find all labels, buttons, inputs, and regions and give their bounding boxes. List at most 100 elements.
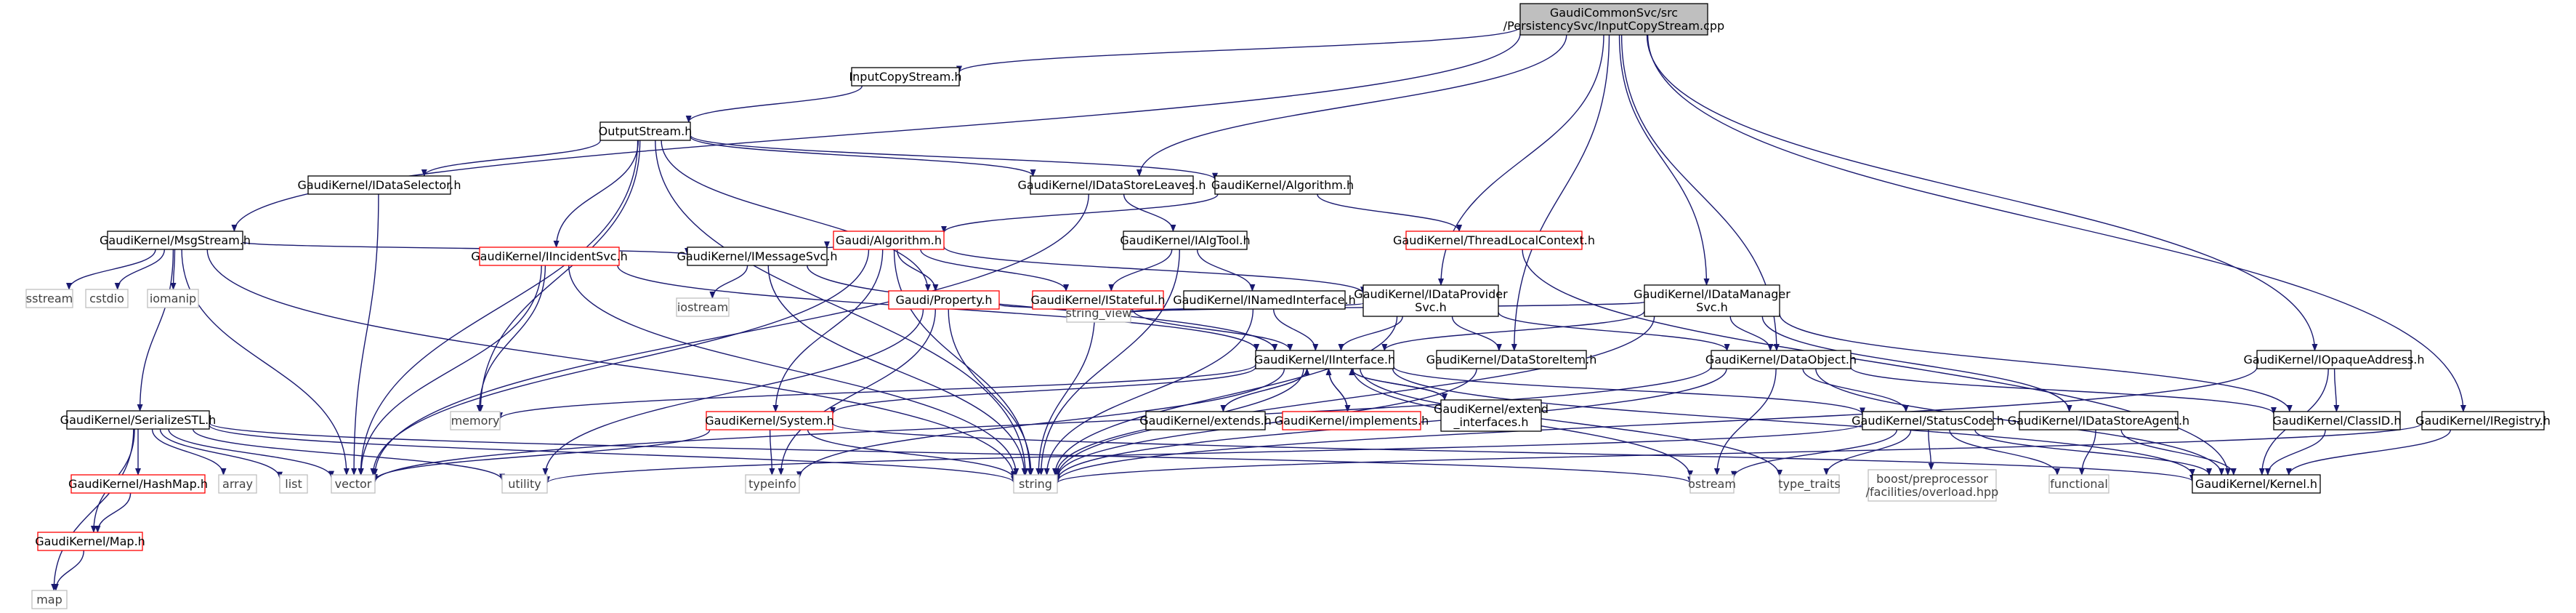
- node-tlc[interactable]: GaudiKernel/ThreadLocalContext.h: [1393, 231, 1595, 250]
- node-extint[interactable]: GaudiKernel/extend_interfaces.h: [1434, 399, 1549, 432]
- node-map_h-box: [37, 532, 143, 551]
- node-idsl[interactable]: GaudiKernel/IDataStoreLeaves.h: [1018, 175, 1206, 195]
- edge-system-to-string: [807, 429, 1017, 480]
- node-alg[interactable]: GaudiKernel/Algorithm.h: [1211, 175, 1354, 195]
- node-map[interactable]: map: [31, 590, 68, 609]
- node-array[interactable]: array: [218, 474, 257, 494]
- node-sstream-box: [25, 289, 73, 308]
- node-impl-label-0: GaudiKernel/implements.h: [1275, 414, 1429, 428]
- edge-iinc-to-memory: [476, 265, 546, 412]
- node-clid[interactable]: GaudiKernel/ClassID.h: [2273, 411, 2402, 430]
- node-impl[interactable]: GaudiKernel/implements.h: [1275, 411, 1429, 430]
- node-imsg[interactable]: GaudiKernel/IMessageSvc.h: [677, 247, 838, 266]
- edge-ialg-to-string: [1038, 249, 1180, 476]
- node-string-box: [1013, 474, 1058, 494]
- node-msg-label-0: GaudiKernel/MsgStream.h: [100, 233, 251, 247]
- node-dsi-box: [1436, 350, 1587, 369]
- edge-idsl-to-vector: [372, 193, 1089, 476]
- node-hashmap[interactable]: GaudiKernel/HashMap.h: [68, 474, 208, 494]
- node-vector[interactable]: vector: [331, 474, 376, 494]
- node-functional[interactable]: functional: [2048, 474, 2109, 494]
- node-ostream-box: [1689, 474, 1735, 494]
- node-iinc[interactable]: GaudiKernel/IIncidentSvc.h: [471, 247, 628, 266]
- node-idsel-box: [307, 175, 451, 195]
- edge-dsi-to-string: [1054, 368, 1477, 479]
- node-sc[interactable]: GaudiKernel/StatusCode.h: [1852, 411, 2004, 430]
- node-map_h[interactable]: GaudiKernel/Map.h: [35, 532, 145, 551]
- node-utility[interactable]: utility: [501, 474, 548, 494]
- edge-os-to-idsel: [421, 140, 601, 177]
- node-typeinfo-box: [745, 474, 800, 494]
- node-root-label-0: GaudiCommonSvc/src: [1550, 6, 1678, 20]
- node-dsi[interactable]: GaudiKernel/DataStoreItem.h: [1426, 350, 1597, 369]
- edge-idm-to-idsa: [1761, 316, 2072, 412]
- node-ioa-label-0: GaudiKernel/IOpaqueAddress.h: [2244, 353, 2425, 366]
- node-idm-label-1: Svc.h: [1696, 300, 1728, 314]
- edge-inamed-to-string: [1043, 308, 1254, 476]
- edge-root-to-ics: [956, 26, 1521, 73]
- node-inamed[interactable]: GaudiKernel/INamedInterface.h: [1173, 290, 1356, 310]
- node-list[interactable]: list: [279, 474, 308, 494]
- node-galg-label-0: Gaudi/Algorithm.h: [836, 233, 942, 247]
- node-imsg-box: [687, 247, 828, 266]
- node-idsel[interactable]: GaudiKernel/IDataSelector.h: [297, 175, 461, 195]
- node-ostream[interactable]: ostream: [1688, 474, 1736, 494]
- node-typetraits[interactable]: type_traits: [1778, 474, 1841, 494]
- edge-ser-to-vector: [168, 428, 334, 478]
- node-tlc-box: [1405, 231, 1583, 250]
- node-system-box: [706, 411, 833, 430]
- edge-os-to-vector: [358, 140, 639, 476]
- edge-map_h-to-map: [52, 550, 84, 591]
- edge-iint-to-system: [830, 366, 1256, 414]
- node-clid-label-0: GaudiKernel/ClassID.h: [2273, 414, 2402, 428]
- edge-idm-to-iint: [1381, 310, 1645, 351]
- node-idm-label-0: GaudiKernel/IDataManager: [1634, 287, 1790, 301]
- edge-root-to-idsl: [1136, 34, 1567, 177]
- node-dobj[interactable]: GaudiKernel/DataObject.h: [1705, 350, 1857, 369]
- node-hashmap-box: [70, 474, 206, 494]
- node-string[interactable]: string: [1013, 474, 1058, 494]
- node-ialg[interactable]: GaudiKernel/IAlgTool.h: [1120, 231, 1251, 250]
- node-memory[interactable]: memory: [450, 411, 501, 430]
- node-iostream-box: [676, 297, 730, 317]
- node-system[interactable]: GaudiKernel/System.h: [705, 411, 834, 430]
- node-msg[interactable]: GaudiKernel/MsgStream.h: [100, 231, 251, 250]
- node-kernel[interactable]: GaudiKernel/Kernel.h: [2192, 474, 2321, 494]
- node-ics-label-0: InputCopyStream.h: [849, 70, 961, 84]
- node-utility-label-0: utility: [508, 477, 541, 491]
- node-iostream[interactable]: iostream: [676, 297, 730, 317]
- node-typeinfo[interactable]: typeinfo: [745, 474, 800, 494]
- node-msg-box: [107, 231, 243, 250]
- node-root-label-1: /PersistencySvc/InputCopyStream.cpp: [1503, 19, 1724, 33]
- node-sstream[interactable]: sstream: [25, 289, 73, 308]
- node-idsa[interactable]: GaudiKernel/IDataStoreAgent.h: [2008, 411, 2189, 430]
- node-impl-box: [1282, 411, 1421, 430]
- node-idsl-label-0: GaudiKernel/IDataStoreLeaves.h: [1018, 178, 1206, 192]
- node-utility-box: [501, 474, 548, 494]
- node-cstdio[interactable]: cstdio: [85, 289, 129, 308]
- node-cstdio-label-0: cstdio: [89, 292, 124, 305]
- node-ics[interactable]: InputCopyStream.h: [849, 67, 962, 87]
- node-alg-box: [1214, 175, 1351, 195]
- node-sc-box: [1862, 411, 1994, 430]
- node-ser[interactable]: GaudiKernel/SerializeSTL.h: [60, 410, 217, 430]
- node-galg[interactable]: Gaudi/Algorithm.h: [833, 231, 945, 250]
- node-boost[interactable]: boost/preprocessor/facilities/overload.h…: [1866, 469, 1999, 502]
- node-istate[interactable]: GaudiKernel/IStateful.h: [1030, 290, 1166, 310]
- node-iomanip[interactable]: iomanip: [147, 289, 199, 308]
- node-os[interactable]: OutputStream.h: [599, 121, 693, 141]
- node-inamed-label-0: GaudiKernel/INamedInterface.h: [1173, 293, 1356, 307]
- node-gprop-box: [888, 290, 1000, 310]
- edge-galg-to-gprop: [896, 249, 939, 292]
- node-ireg[interactable]: GaudiKernel/IRegistry.h: [2415, 411, 2551, 430]
- node-iint[interactable]: GaudiKernel/IInterface.h: [1254, 350, 1395, 369]
- node-ics-box: [851, 67, 960, 87]
- node-ext[interactable]: GaudiKernel/extends.h: [1139, 411, 1272, 430]
- node-ioa[interactable]: GaudiKernel/IOpaqueAddress.h: [2244, 350, 2425, 369]
- node-gprop[interactable]: Gaudi/Property.h: [888, 290, 1000, 310]
- node-typeinfo-label-0: typeinfo: [748, 477, 796, 491]
- node-root[interactable]: GaudiCommonSvc/src/PersistencySvc/InputC…: [1503, 3, 1724, 36]
